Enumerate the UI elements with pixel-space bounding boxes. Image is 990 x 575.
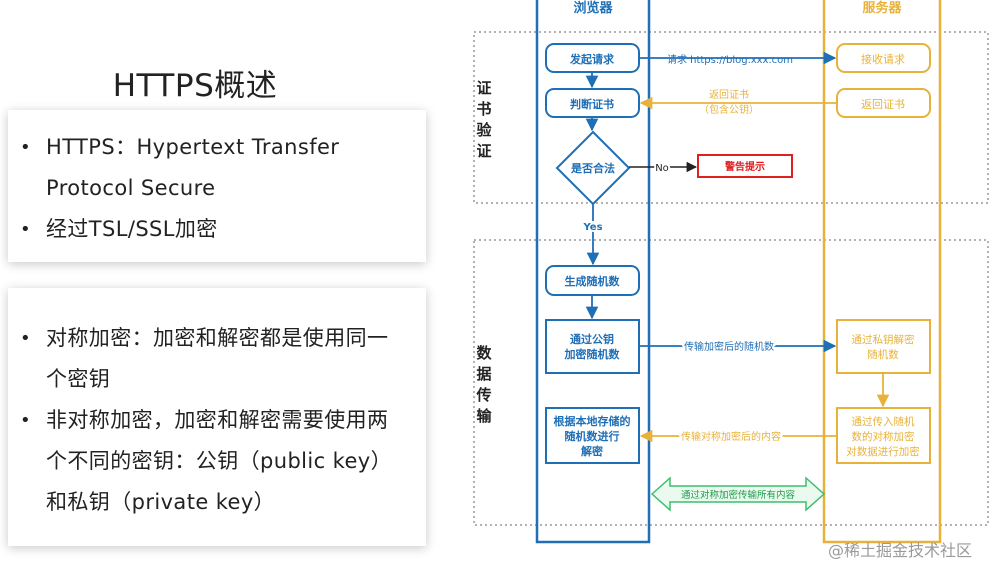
bullet-symmetric: • 对称加密：加密和解密都是使用同一 个密钥 <box>8 318 426 400</box>
decrypt-content-node <box>545 407 640 464</box>
bullet-dot: • <box>20 328 32 349</box>
bullet-dot: • <box>20 410 32 431</box>
phase-cert-char: 证 <box>476 142 491 160</box>
edge-yes-label: Yes <box>582 222 602 233</box>
watermark: @稀土掘金技术社区 <box>827 541 972 560</box>
encrypt-random-node <box>545 319 640 374</box>
all-traffic-arrow <box>650 476 826 512</box>
bullet-text: 经过TSL/SSL加密 <box>46 217 218 241</box>
phase-data-char: 据 <box>476 365 491 383</box>
decrypt-content-label: 根据本地存储的 <box>554 414 631 428</box>
decrypt-content-label: 解密 <box>581 444 603 458</box>
edge-return-cert-label: 返回证书 <box>709 89 749 101</box>
bullet-text: 非对称加密，加密和解密需要使用两 <box>46 408 389 432</box>
browser-lane-label: 浏览器 <box>573 0 613 16</box>
phase-data-char: 输 <box>476 407 492 425</box>
gen-random-label: 生成随机数 <box>565 274 621 288</box>
server-lane-label: 服务器 <box>862 0 902 16</box>
bullet-dot: • <box>20 137 32 158</box>
bullet-tls-ssl: • 经过TSL/SSL加密 <box>8 209 426 250</box>
decrypt-content-label: 随机数进行 <box>565 429 620 443</box>
edge-request-label: 请求 https://blog.xxx.com <box>667 53 793 66</box>
decrypt-random-label: 随机数 <box>867 348 899 361</box>
bullet-text: HTTPS：Hypertext Transfer <box>46 135 340 159</box>
judge-cert-label: 判断证书 <box>570 97 614 111</box>
phase-cert-char: 验 <box>476 121 492 139</box>
https-flow-diagram: 证 书 验 证 数 据 传 输 浏览器 服务器 发起请求 判断证书 是否合法 警… <box>473 0 989 544</box>
phase-data-box <box>473 239 989 526</box>
edge-return-cert-label: （包含公钥） <box>699 103 759 116</box>
https-definition-card: • HTTPS：Hypertext Transfer Protocol Secu… <box>8 110 426 262</box>
phase-cert-box <box>473 31 989 204</box>
encryption-types-card: • 对称加密：加密和解密都是使用同一 个密钥 • 非对称加密，加密和解密需要使用… <box>8 288 426 546</box>
is-valid-label: 是否合法 <box>570 161 615 175</box>
encrypt-random-label: 加密随机数 <box>564 347 621 361</box>
phase-cert-char: 证 <box>476 79 491 97</box>
receive-request-label: 接收请求 <box>861 52 905 66</box>
phase-data-char: 数 <box>476 344 492 362</box>
encrypt-random-label: 通过公钥 <box>570 332 614 346</box>
edge-send-random-label: 传输加密后的随机数 <box>684 340 774 353</box>
bullet-text: 对称加密：加密和解密都是使用同一 <box>46 326 389 350</box>
bullet-asymmetric: • 非对称加密，加密和解密需要使用两 个不同的密钥：公钥（public key）… <box>8 400 426 523</box>
phase-cert-char: 书 <box>476 100 491 118</box>
encrypt-content-label: 对数据进行加密 <box>846 445 920 458</box>
receive-request-node <box>836 43 931 73</box>
edge-no-label: No <box>655 163 669 174</box>
slide-title: HTTPS概述 <box>112 68 278 104</box>
warning-label: 警告提示 <box>724 160 765 173</box>
bullet-https-definition: • HTTPS：Hypertext Transfer Protocol Secu… <box>8 127 426 209</box>
decrypt-random-label: 通过私钥解密 <box>852 333 915 346</box>
server-lane <box>822 0 942 544</box>
send-request-label: 发起请求 <box>569 52 615 66</box>
bullet-text: 和私钥（private key） <box>46 490 276 514</box>
warning-node <box>697 154 793 178</box>
encrypt-content-label: 数的对称加密 <box>852 430 915 443</box>
edge-send-content-label: 传输对称加密后的内容 <box>681 430 781 443</box>
encrypt-content-node <box>836 407 931 464</box>
browser-lane <box>535 0 651 544</box>
encrypt-content-label: 通过传入随机 <box>852 415 915 428</box>
bullet-dot: • <box>20 219 32 240</box>
all-traffic-label: 通过对称加密传输所有内容 <box>681 489 796 501</box>
bullet-text: 个密钥 <box>46 367 111 391</box>
bullet-text: 个不同的密钥：公钥（public key） <box>46 449 393 473</box>
bullet-text: Protocol Secure <box>46 176 216 200</box>
phase-data-char: 传 <box>475 386 491 404</box>
decrypt-random-node <box>836 319 931 374</box>
return-cert-label: 返回证书 <box>861 98 905 111</box>
